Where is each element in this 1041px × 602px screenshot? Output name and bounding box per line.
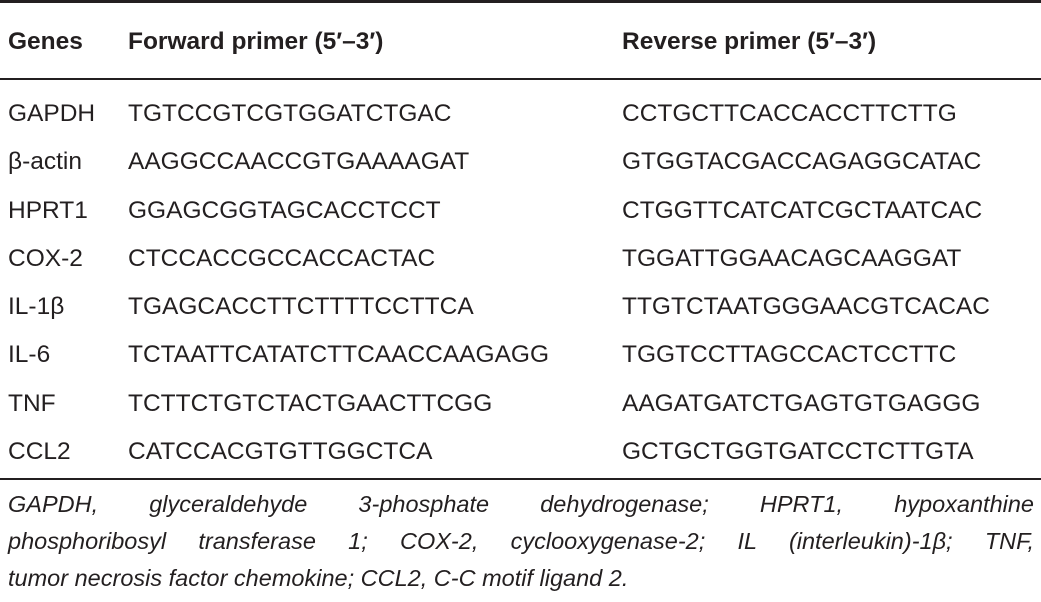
table-row: HPRT1 GGAGCGGTAGCACCTCCT CTGGTTCATCATCGC… — [0, 189, 1041, 237]
forward-primer-cell: TGAGCACCTTCTTTTCCTTCA — [128, 293, 474, 321]
gene-cell: IL-1β — [8, 293, 65, 321]
reverse-primer-cell: AAGATGATCTGAGTGTGAGGG — [622, 389, 981, 417]
forward-primer-cell: TGTCCGTCGTGGATCTGAC — [128, 100, 452, 127]
footnote-line: GAPDH, glyceraldehyde 3-phosphate dehydr… — [8, 491, 1034, 517]
table-body: GAPDH TGTCCGTCGTGGATCTGAC CCTGCTTCACCACC… — [0, 92, 1041, 478]
table-row: TNF TCTTCTGTCTACTGAACTTCGG AAGATGATCTGAG… — [0, 382, 1041, 430]
gene-cell: TNF — [8, 389, 56, 417]
gene-cell: β-actin — [8, 148, 83, 176]
table-bottom-rule — [0, 478, 1041, 480]
table-row: β-actin AAGGCCAACCGTGAAAAGAT GTGGTACGACC… — [0, 140, 1041, 188]
forward-primer-cell: CTCCACCGCCACCACTAC — [128, 244, 436, 272]
reverse-primer-cell: TGGATTGGAACAGCAAGGAT — [622, 244, 962, 272]
table-row: GAPDH TGTCCGTCGTGGATCTGAC CCTGCTTCACCACC… — [0, 92, 1041, 140]
gene-cell: GAPDH — [8, 100, 96, 127]
gene-cell: IL-6 — [8, 341, 51, 369]
gene-cell: COX-2 — [8, 244, 83, 272]
table-row: IL-1β TGAGCACCTTCTTTTCCTTCA TTGTCTAATGGG… — [0, 285, 1041, 333]
table-row: COX-2 CTCCACCGCCACCACTAC TGGATTGGAACAGCA… — [0, 237, 1041, 285]
table-footnote: GAPDH, glyceraldehyde 3-phosphate dehydr… — [8, 486, 1034, 597]
forward-primer-cell: GGAGCGGTAGCACCTCCT — [128, 196, 441, 224]
footnote-line: phosphoribosyl transferase 1; COX-2, cyc… — [8, 528, 1034, 554]
table-row: CCL2 CATCCACGTGTTGGCTCA GCTGCTGGTGATCCTC… — [0, 430, 1041, 478]
gene-cell: CCL2 — [8, 438, 71, 466]
reverse-primer-cell: TGGTCCTTAGCCACTCCTTC — [622, 341, 957, 369]
forward-primer-cell: TCTAATTCATATCTTCAACCAAGAGG — [128, 341, 550, 369]
forward-primer-cell: TCTTCTGTCTACTGAACTTCGG — [128, 389, 493, 417]
reverse-primer-cell: CTGGTTCATCATCGCTAATCAC — [622, 196, 983, 224]
reverse-primer-cell: TTGTCTAATGGGAACGTCACAC — [622, 293, 990, 321]
forward-primer-cell: CATCCACGTGTTGGCTCA — [128, 438, 433, 466]
reverse-primer-cell: GCTGCTGGTGATCCTCTTGTA — [622, 438, 974, 466]
reverse-primer-cell: CCTGCTTCACCACCTTCTTG — [622, 100, 957, 127]
table-row: IL-6 TCTAATTCATATCTTCAACCAAGAGG TGGTCCTT… — [0, 333, 1041, 381]
table-top-rule — [0, 0, 1041, 3]
footnote-line: tumor necrosis factor chemokine; CCL2, C… — [8, 565, 629, 591]
header-reverse-primer: Reverse primer (5′–3′) — [622, 28, 877, 55]
header-forward-primer: Forward primer (5′–3′) — [128, 28, 384, 55]
gene-cell: HPRT1 — [8, 196, 88, 224]
reverse-primer-cell: GTGGTACGACCAGAGGCATAC — [622, 148, 982, 176]
table-header-rule — [0, 78, 1041, 80]
header-genes: Genes — [8, 28, 83, 55]
forward-primer-cell: AAGGCCAACCGTGAAAAGAT — [128, 148, 470, 176]
table-header-row: Genes Forward primer (5′–3′) Reverse pri… — [0, 20, 1041, 64]
